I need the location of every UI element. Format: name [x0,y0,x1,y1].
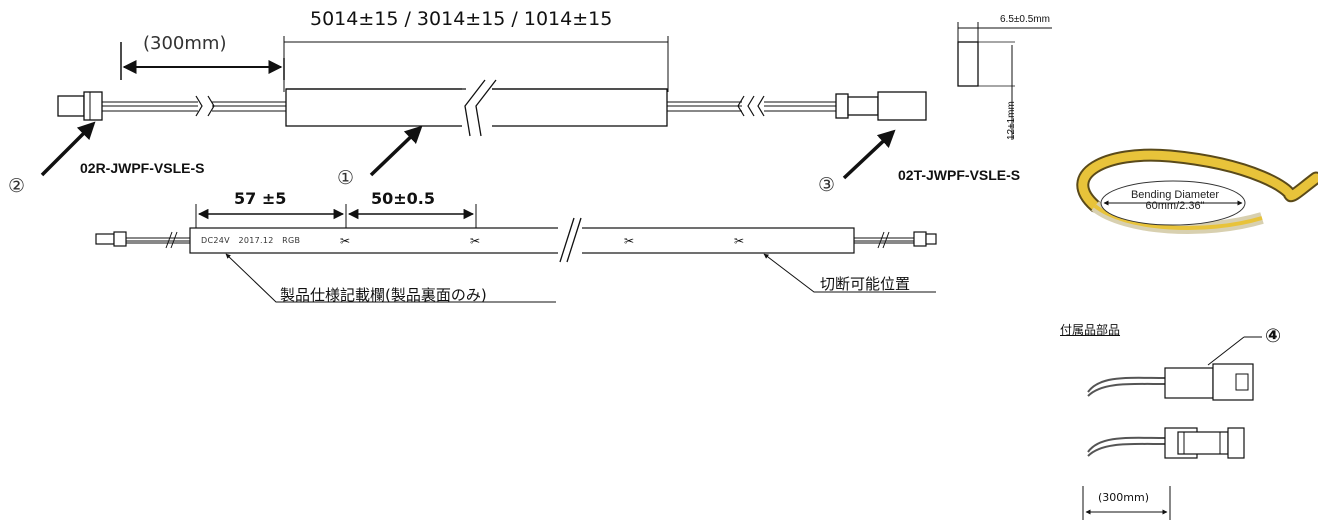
cut-pitch-label: 50±0.5 [371,189,436,208]
accessory-number: ④ [1265,325,1282,347]
first-pitch-label: 57 ±5 [234,189,287,208]
length-dimension-label: 5014±15 / 3014±15 / 1014±15 [310,8,613,30]
bending-value: 60mm/2.36" [1145,200,1205,212]
bending-title: Bending Diameter [1130,189,1220,201]
height-dimension-label: 12±1mm [1006,101,1017,140]
plug-number: ③ [818,174,836,196]
accessory-connectors [1082,336,1262,520]
strip-number: ① [337,167,355,189]
top-assembly [40,36,927,180]
accessories-title: 付属品部品 [1060,323,1121,337]
svg-text:✂: ✂ [624,234,634,248]
receptacle-part-name: 02R-JWPF-VSLE-S [80,160,205,173]
lead-length-label: (300mm) [143,33,227,54]
strip-print: DC24V 2017.12 RGB [201,236,300,245]
width-dimension-label: 6.5±0.5mm [1000,14,1050,25]
strip-print-type: RGB [282,236,301,245]
svg-text:✂: ✂ [734,234,744,248]
receptacle-number: ② [8,175,26,197]
bending-label: Bending Diameter 60mm/2.36" [1120,190,1230,212]
plug-arrow [842,129,896,180]
spec-label-callout: 製品仕様記載欄(製品裏面のみ) [280,286,487,304]
accessory-lead-length: (300mm) [1098,491,1150,504]
receptacle-arrow [40,121,96,177]
scissors-icon: ✂ ✂ ✂ ✂ [340,234,744,248]
cut-position-callout: 切断可能位置 [820,275,911,293]
cross-section [957,22,1052,140]
strip-arrow [369,125,423,177]
receptacle-connector [57,91,103,121]
svg-text:✂: ✂ [470,234,480,248]
bending-diagram [1076,148,1318,234]
svg-text:✂: ✂ [340,234,350,248]
strip-print-voltage: DC24V [201,236,230,245]
plug-connector [835,91,927,121]
plug-part-name: 02T-JWPF-VSLE-S [898,167,1021,183]
strip-print-date: 2017.12 [238,236,274,245]
strip-body [285,79,668,137]
cut-strip: ✂ ✂ ✂ ✂ [95,204,937,303]
